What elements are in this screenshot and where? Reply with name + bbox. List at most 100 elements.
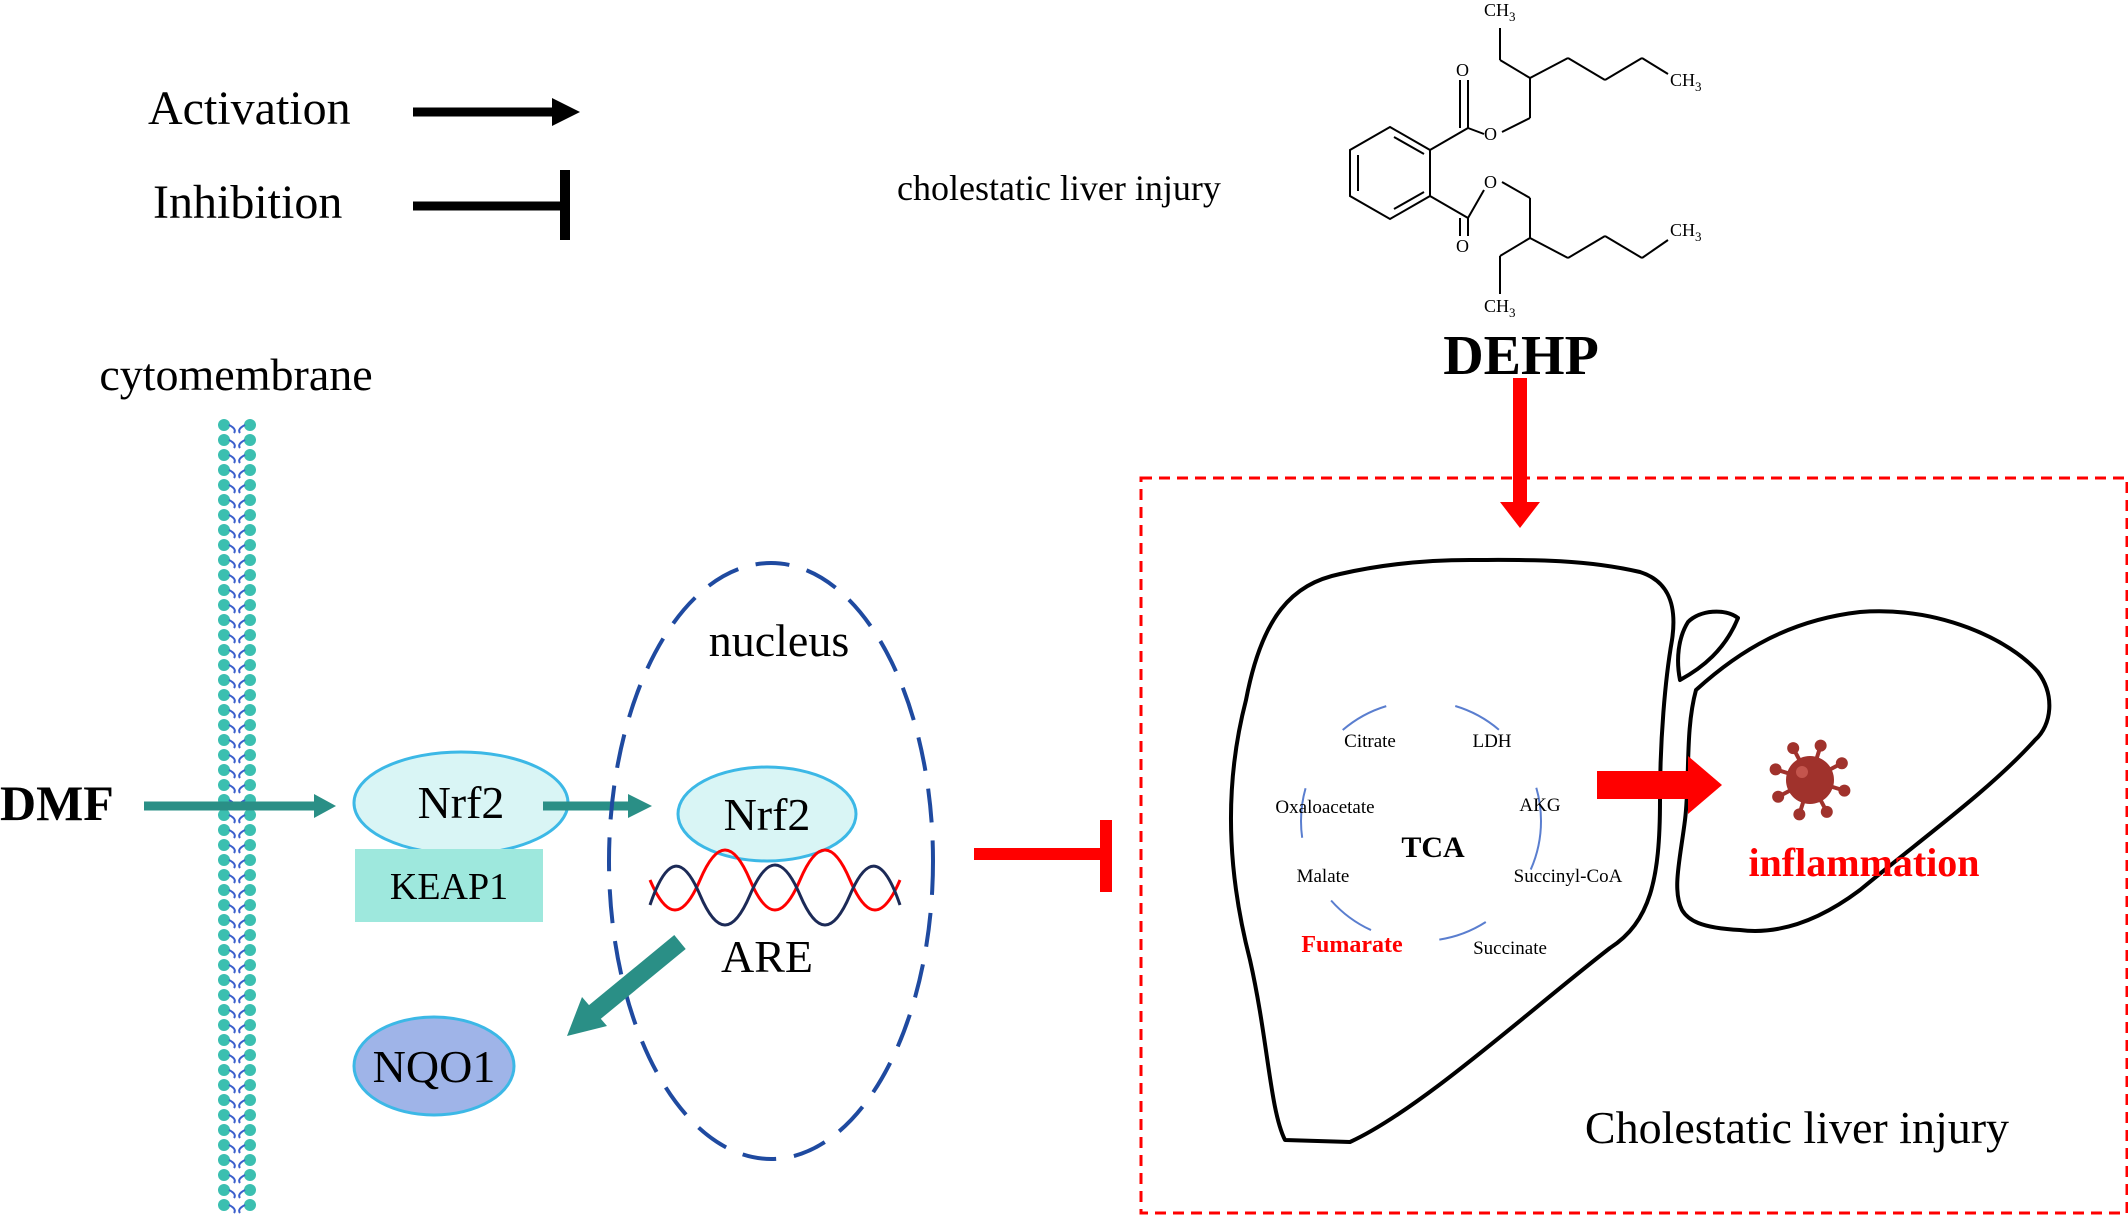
lipid-tail xyxy=(238,874,246,884)
dehp-label: DEHP xyxy=(1443,325,1599,387)
lipid-head xyxy=(218,839,230,851)
lipid-tail xyxy=(228,949,236,959)
lipid-tail xyxy=(238,544,246,554)
tca-succinate: Succinate xyxy=(1473,938,1547,959)
lipid-head xyxy=(244,734,256,746)
lipid-head xyxy=(244,884,256,896)
lipid-tail xyxy=(228,1174,236,1184)
lipid-tail xyxy=(228,934,236,944)
lipid-tail xyxy=(238,574,246,584)
lipid-tail xyxy=(238,754,246,764)
lipid-tail xyxy=(228,514,236,524)
lipid-tail xyxy=(228,859,236,869)
lipid-tail xyxy=(238,904,246,914)
top-caption: cholestatic liver injury xyxy=(897,168,1221,208)
lipid-head xyxy=(218,1034,230,1046)
lipid-tail xyxy=(238,814,246,824)
lipid-tail xyxy=(238,769,246,779)
lipid-head xyxy=(244,524,256,536)
lipid-tail xyxy=(228,634,236,644)
atom-ch3-right-bottom: CH3 xyxy=(1670,220,1702,244)
lipid-tail xyxy=(228,559,236,569)
lipid-head xyxy=(244,854,256,866)
lipid-tail xyxy=(238,1099,246,1109)
lipid-head xyxy=(218,944,230,956)
lipid-head xyxy=(218,914,230,926)
nucleus-membrane xyxy=(607,561,935,1161)
lipid-head xyxy=(218,974,230,986)
lipid-head xyxy=(244,764,256,776)
dehp-to-liver-arrow xyxy=(1500,378,1540,528)
are-label: ARE xyxy=(721,931,813,982)
lipid-head xyxy=(244,689,256,701)
lipid-tail xyxy=(228,1084,236,1094)
lipid-tail xyxy=(238,709,246,719)
lipid-head xyxy=(244,659,256,671)
lipid-tail xyxy=(238,994,246,1004)
lipid-tail xyxy=(228,574,236,584)
lipid-head xyxy=(218,599,230,611)
lipid-tail xyxy=(238,739,246,749)
nucleus-label: nucleus xyxy=(709,615,850,666)
lipid-head xyxy=(244,554,256,566)
lipid-tail xyxy=(238,469,246,479)
lipid-tail xyxy=(228,1114,236,1124)
lipid-head xyxy=(244,1124,256,1136)
lipid-tail xyxy=(238,844,246,854)
lipid-tail xyxy=(228,874,236,884)
virus-part xyxy=(1772,790,1785,803)
nrf2-translocation-arrow xyxy=(543,794,652,818)
dmf-arrow xyxy=(144,794,336,818)
lipid-head xyxy=(218,869,230,881)
dehp-structure xyxy=(1349,28,1669,294)
lipid-head xyxy=(218,614,230,626)
atom-ch3-bottom: CH3 xyxy=(1484,296,1516,320)
lipid-tail xyxy=(238,679,246,689)
lipid-tail xyxy=(238,664,246,674)
lipid-tail xyxy=(238,424,246,434)
lipid-head xyxy=(244,614,256,626)
keap1-box xyxy=(355,849,543,922)
lipid-tail xyxy=(238,1189,246,1199)
lipid-head xyxy=(244,899,256,911)
tca-oxaloacetate: Oxaloacetate xyxy=(1275,797,1374,818)
liver-injury-box xyxy=(1139,476,2128,1215)
lipid-head xyxy=(244,464,256,476)
lipid-tail xyxy=(238,559,246,569)
lipid-head xyxy=(244,809,256,821)
lipid-head xyxy=(244,839,256,851)
lipid-tail xyxy=(238,1159,246,1169)
legend: Activation Inhibition xyxy=(148,82,580,240)
lipid-head xyxy=(218,929,230,941)
lipid-tail xyxy=(228,739,236,749)
tca-succinyl-coa: Succinyl-CoA xyxy=(1514,866,1623,887)
lipid-tail xyxy=(228,904,236,914)
lipid-tail xyxy=(228,454,236,464)
lipid-head xyxy=(218,629,230,641)
lipid-tail xyxy=(228,1099,236,1109)
lipid-tail xyxy=(228,484,236,494)
liver-illustration xyxy=(1228,557,2052,1144)
lipid-head xyxy=(218,584,230,596)
membrane-label: cytomembrane xyxy=(99,349,372,400)
lipid-tail xyxy=(238,604,246,614)
lipid-tail xyxy=(228,604,236,614)
lipid-head xyxy=(244,944,256,956)
lipid-head xyxy=(218,434,230,446)
atom-o-carbonyl-bottom: O xyxy=(1456,236,1469,256)
lipid-tail xyxy=(238,889,246,899)
lipid-tail xyxy=(228,1039,236,1049)
liver-left-lobe xyxy=(1675,609,2052,933)
lipid-tail xyxy=(228,1204,236,1214)
lipid-head xyxy=(218,824,230,836)
lipid-head xyxy=(244,959,256,971)
lipid-head xyxy=(218,1169,230,1181)
lipid-tail xyxy=(238,1204,246,1214)
lipid-tail xyxy=(228,994,236,1004)
lipid-tail xyxy=(238,484,246,494)
lipid-tail xyxy=(228,619,236,629)
keap1-label: KEAP1 xyxy=(390,866,508,908)
lipid-tail xyxy=(238,694,246,704)
